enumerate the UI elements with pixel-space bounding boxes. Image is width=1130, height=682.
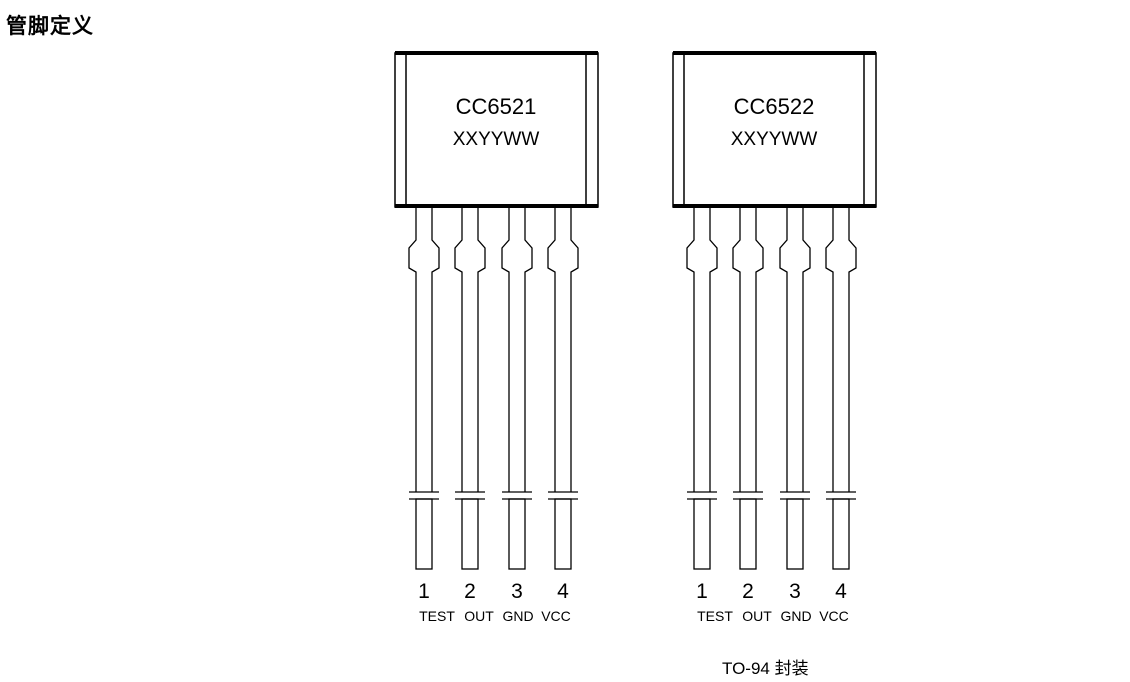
pin-number-1: 1 (696, 580, 708, 603)
pin-lead-4 (825, 208, 857, 570)
pin-number-3: 3 (789, 580, 801, 603)
pin-lead-3 (779, 208, 811, 570)
pin-name-3: GND (780, 608, 811, 624)
pin-name-2: OUT (742, 608, 772, 624)
package-body (672, 51, 877, 208)
pin-lead-2 (454, 208, 486, 570)
pin-name-2: OUT (464, 608, 494, 624)
pin-name-1: TEST (697, 608, 733, 624)
part-number-label: CC6521 (456, 94, 537, 119)
part-number-label: CC6522 (734, 94, 815, 119)
pin-name-4: VCC (541, 608, 571, 624)
package-body (394, 51, 599, 208)
pin-name-1: TEST (419, 608, 455, 624)
pin-lead-1 (408, 208, 440, 570)
pin-lead-2 (732, 208, 764, 570)
pin-number-2: 2 (742, 580, 754, 603)
pin-number-3: 3 (511, 580, 523, 603)
pin-number-4: 4 (557, 580, 569, 603)
date-code-label: XXYYWW (731, 129, 818, 150)
package-caption: TO-94 封装 (722, 659, 809, 678)
date-code-label: XXYYWW (453, 129, 540, 150)
pin-number-4: 4 (835, 580, 847, 603)
pin-lead-4 (547, 208, 579, 570)
pin-lead-1 (686, 208, 718, 570)
package-cc6522: CC6522 XXYYWW 1 2 3 4 (672, 51, 877, 624)
page-heading: 管脚定义 (6, 14, 94, 38)
pin-lead-3 (501, 208, 533, 570)
package-cc6521: CC6521 XXYYWW 1 2 3 4 (394, 51, 599, 624)
pin-name-4: VCC (819, 608, 849, 624)
pin-name-3: GND (502, 608, 533, 624)
pin-number-2: 2 (464, 580, 476, 603)
pin-number-1: 1 (418, 580, 430, 603)
